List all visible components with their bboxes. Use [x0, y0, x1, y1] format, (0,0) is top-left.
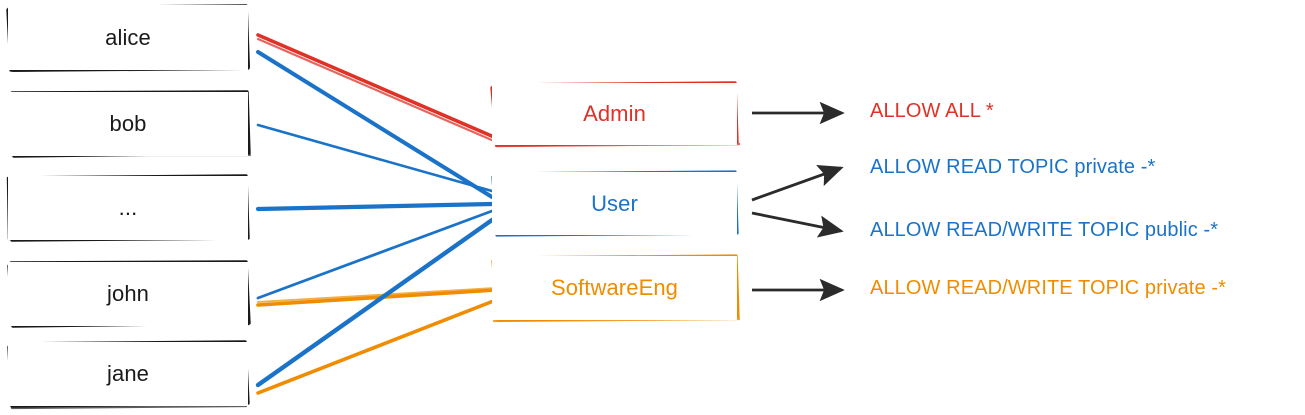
link-jane-softwareeng — [256, 298, 498, 395]
permission-allow-read-topic-private: ALLOW READ TOPIC private -* — [870, 156, 1156, 178]
link-john-softwareeng — [256, 287, 498, 307]
link-alice-admin — [256, 33, 496, 143]
arrow-user-to-read-private — [751, 165, 844, 202]
user-node-jane[interactable]: jane — [8, 342, 248, 406]
user-label-ellipsis: ... — [118, 195, 138, 220]
user-label-alice: alice — [105, 24, 151, 50]
user-node-alice[interactable]: alice — [8, 5, 248, 70]
permission-allow-readwrite-topic-public: ALLOW READ/WRITE TOPIC public -* — [870, 219, 1219, 241]
user-label-bob: bob — [109, 111, 147, 136]
link-alice-user — [256, 50, 494, 199]
arrow-user-to-readwrite-public — [751, 211, 844, 238]
role-label-user: User — [591, 190, 638, 216]
role-node-user[interactable]: User — [492, 172, 737, 235]
link-john-user — [256, 209, 494, 300]
role-label-softwareeng: SoftwareEng — [550, 275, 679, 300]
user-node-bob[interactable]: bob — [8, 92, 248, 156]
link-bob-user — [256, 123, 494, 193]
permission-allow-all: ALLOW ALL * — [870, 100, 994, 122]
user-label-john: john — [107, 281, 149, 306]
role-node-softwareeng[interactable]: SoftwareEng — [492, 256, 737, 320]
user-node-ellipsis[interactable]: ... — [8, 176, 248, 240]
role-node-admin[interactable]: Admin — [492, 83, 737, 145]
permission-allow-readwrite-topic-private: ALLOW READ/WRITE TOPIC private -* — [870, 277, 1226, 299]
user-label-jane: jane — [107, 361, 149, 386]
user-node-john[interactable]: john — [8, 262, 248, 326]
link-ellipsis-user — [255, 201, 495, 212]
link-jane-user — [255, 217, 495, 388]
role-label-admin: Admin — [583, 101, 646, 126]
